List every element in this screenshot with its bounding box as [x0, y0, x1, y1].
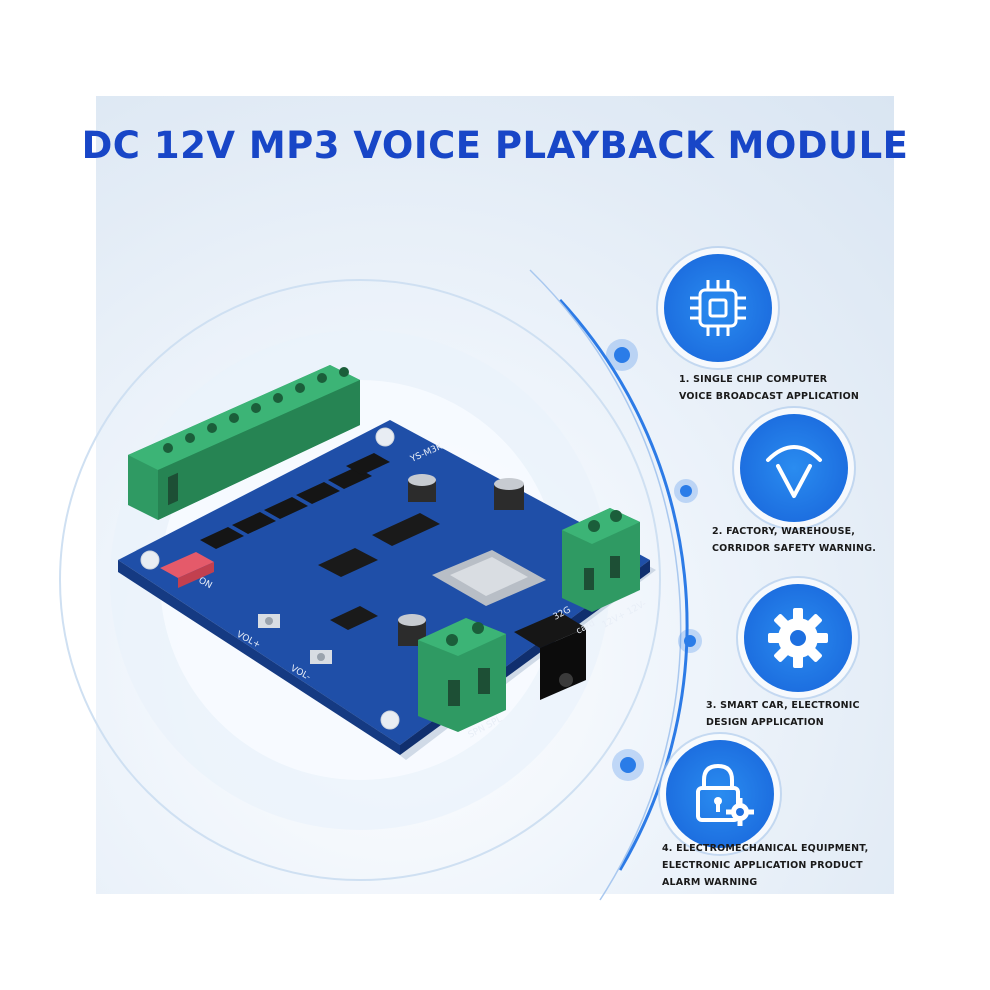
feature-4-icon-badge — [666, 740, 774, 848]
feature-1-icon-badge — [664, 254, 772, 362]
power-terminal-block — [562, 508, 640, 612]
arc-dot-2 — [680, 485, 692, 497]
pcb-edge-left — [118, 560, 400, 755]
mount-hole — [380, 710, 400, 730]
decoder-ic — [372, 513, 440, 546]
halo-ring-outer — [59, 279, 661, 881]
vol-minus-button — [310, 650, 332, 664]
feature-2-label: 2. FACTORY, WAREHOUSE, CORRIDOR SAFETY W… — [712, 526, 876, 554]
chip-icon — [690, 280, 746, 336]
capacitor — [494, 478, 524, 510]
mp3-module-board: YS-M3K VOL+ VOL- card 12V+ 12V- SPN SPL … — [118, 365, 656, 760]
arc-dot-3 — [684, 635, 696, 647]
v-arc-icon — [766, 445, 822, 498]
arc-dot-1 — [614, 347, 630, 363]
gear-icon — [768, 608, 828, 668]
speaker-terminal-block — [418, 618, 506, 732]
feature-3-icon-badge — [744, 584, 852, 692]
connector-arc — [558, 298, 689, 871]
arc-dot-4 — [620, 757, 636, 773]
lock-gear-icon — [696, 763, 754, 826]
page-title: DC 12V MP3 VOICE PLAYBACK MODULE — [81, 124, 909, 167]
vol-plus-button — [258, 614, 280, 628]
feature-4-label: 4. ELECTROMECHANICAL EQUIPMENT, ELECTRON… — [662, 843, 869, 888]
amp-ic — [330, 606, 378, 630]
main-ic — [318, 548, 378, 577]
ic-row — [200, 453, 390, 549]
mount-hole — [375, 427, 395, 447]
capacitor — [408, 474, 436, 502]
feature-1-label: 1. SINGLE CHIP COMPUTER VOICE BROADCAST … — [679, 374, 860, 402]
feature-3-label: 3. SMART CAR, ELECTRONIC DESIGN APPLICAT… — [706, 700, 860, 728]
mount-hole — [140, 550, 160, 570]
capacitor — [398, 614, 426, 646]
connector-arc-faint — [529, 269, 682, 901]
terminal-screws — [163, 367, 349, 453]
dip-switch — [160, 552, 214, 588]
feature-2-icon-badge — [740, 414, 848, 522]
audio-jack — [514, 612, 586, 700]
terminal-slots — [168, 472, 178, 506]
